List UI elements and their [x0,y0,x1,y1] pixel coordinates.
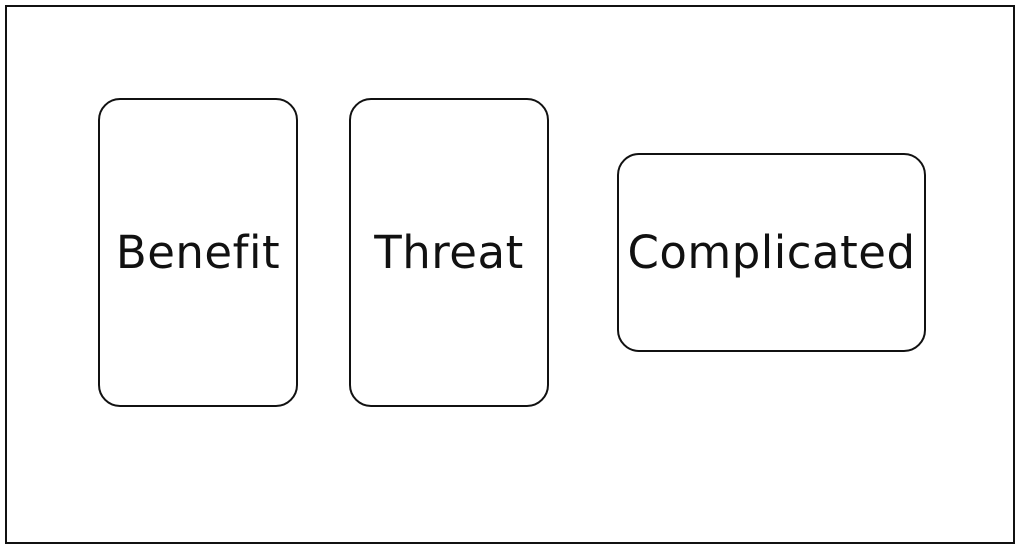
card-complicated: Complicated [617,153,926,352]
card-threat: Threat [349,98,549,407]
card-benefit: Benefit [98,98,298,407]
card-complicated-label: Complicated [627,226,916,279]
card-threat-label: Threat [374,226,524,279]
card-benefit-label: Benefit [115,226,281,279]
